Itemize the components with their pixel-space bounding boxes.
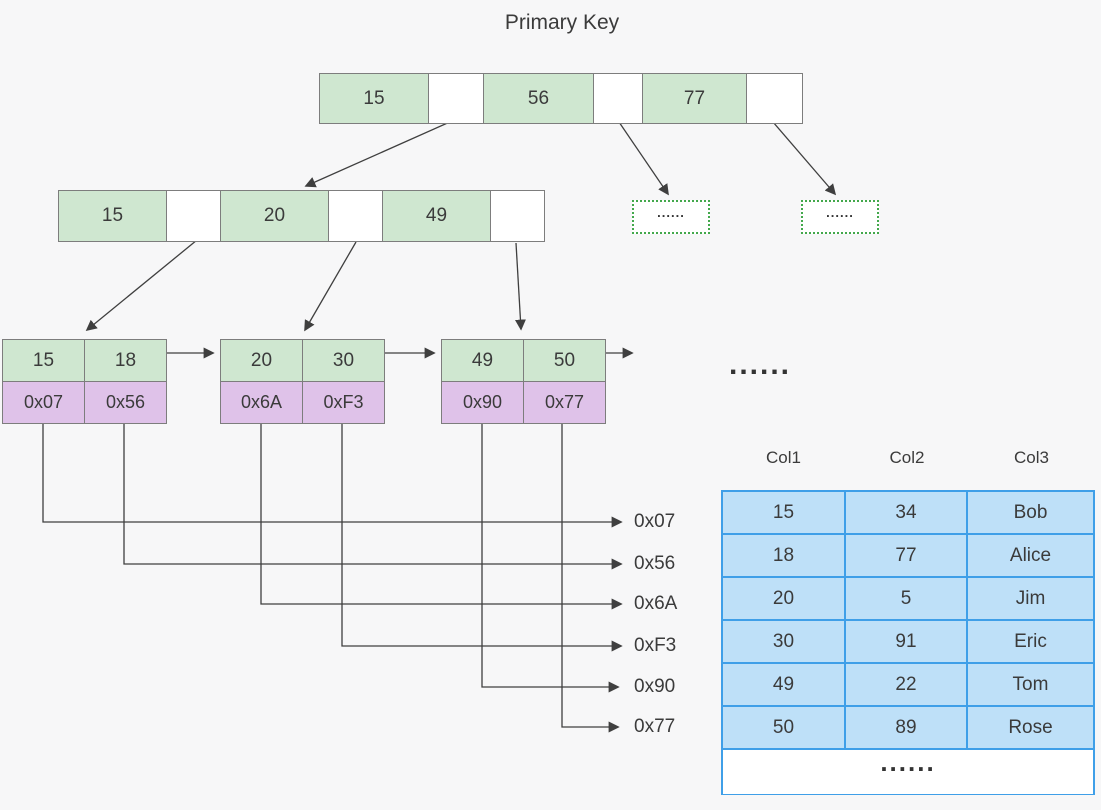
row-address-label: 0x77	[634, 716, 676, 737]
internal-pointer-cell	[329, 191, 382, 241]
pointer-line-0x90	[481, 424, 620, 693]
leaf-pointer-cell: 0x07	[3, 382, 84, 423]
root-key-cell: 77	[643, 74, 746, 123]
pointer-line-0x56	[123, 424, 623, 570]
table-cell: 49	[723, 664, 846, 707]
internal-pointer-cell	[167, 191, 220, 241]
internal-node: 15 20 49	[58, 190, 545, 242]
leaf-node-1: 15 18 0x07 0x56	[2, 339, 167, 424]
table-cell: Rose	[968, 707, 1093, 750]
table-cell: 22	[846, 664, 968, 707]
table-cell: Bob	[968, 492, 1093, 535]
table-cell: 34	[846, 492, 968, 535]
internal-pointer-cell	[491, 191, 544, 241]
leaf-pointer-cell: 0x90	[442, 382, 523, 423]
leaf-pointer-cell: 0x56	[85, 382, 166, 423]
leaf-level-ellipsis: ......	[728, 348, 792, 390]
arrow-root-to-dotted-box-1	[618, 121, 669, 196]
table-cell: 91	[846, 621, 968, 664]
row-address-label: 0x07	[634, 511, 676, 532]
internal-key-cell: 15	[59, 191, 166, 241]
root-pointer-cell	[747, 74, 802, 123]
root-pointer-cell	[429, 74, 483, 123]
arrow-root-to-internal	[304, 120, 453, 188]
table-cell: 20	[723, 578, 846, 621]
leaf-pointer-cell: 0xF3	[303, 382, 384, 423]
table-ellipsis-row: ......	[723, 746, 1093, 794]
table-cell: 18	[723, 535, 846, 578]
arrow-internal-to-leaf-1	[85, 239, 198, 332]
arrow-internal-to-leaf-2	[304, 241, 357, 332]
leaf-key-cell: 18	[85, 340, 166, 381]
table-cell: 15	[723, 492, 846, 535]
table-cell: Jim	[968, 578, 1093, 621]
data-table: 15 34 Bob 18 77 Alice 20 5 Jim 30 91 Eri…	[721, 490, 1095, 795]
ellipsis-text: ......	[728, 348, 791, 382]
row-address-label: 0xF3	[634, 635, 677, 656]
diagram-title: Primary Key	[504, 11, 620, 34]
pointer-line-0x07	[42, 424, 623, 528]
leaf-key-cell: 50	[524, 340, 605, 381]
table-cell: 5	[846, 578, 968, 621]
table-cell: 50	[723, 707, 846, 750]
root-key-cell: 15	[320, 74, 428, 123]
leaf-key-cell: 15	[3, 340, 84, 381]
row-address-label: 0x6A	[634, 593, 678, 614]
row-address-label: 0x90	[634, 676, 676, 697]
table-header: Col2	[889, 448, 925, 467]
root-node: 15 56 77	[319, 73, 803, 124]
ellipsis-text: ......	[657, 204, 685, 220]
leaf-pointer-cell: 0x6A	[221, 382, 302, 423]
leaf-key-cell: 20	[221, 340, 302, 381]
pointer-line-0xF3	[341, 424, 623, 652]
table-cell: 89	[846, 707, 968, 750]
truncated-subtree-box: ......	[632, 200, 710, 234]
root-pointer-cell	[594, 74, 642, 123]
arrow-root-to-dotted-box-2	[772, 121, 837, 196]
ellipsis-text: ......	[880, 746, 936, 777]
leaf-key-cell: 49	[442, 340, 523, 381]
root-key-cell: 56	[484, 74, 593, 123]
table-header: Col3	[1014, 448, 1049, 467]
leaf-node-3: 49 50 0x90 0x77	[441, 339, 606, 424]
table-cell: 77	[846, 535, 968, 578]
arrow-internal-to-leaf-3	[514, 242, 526, 331]
leaf-node-2: 20 30 0x6A 0xF3	[220, 339, 385, 424]
leaf-pointer-cell: 0x77	[524, 382, 605, 423]
table-cell: 30	[723, 621, 846, 664]
table-header: Col1	[766, 448, 801, 467]
internal-key-cell: 20	[221, 191, 328, 241]
table-cell: Tom	[968, 664, 1093, 707]
leaf-key-cell: 30	[303, 340, 384, 381]
pointer-line-0x77	[561, 424, 620, 733]
table-header-row: Col1 Col2 Col3	[721, 448, 1095, 468]
row-address-label: 0x56	[634, 553, 676, 574]
truncated-subtree-box: ......	[801, 200, 879, 234]
pointer-line-0x6A	[260, 424, 623, 610]
table-cell: Alice	[968, 535, 1093, 578]
ellipsis-text: ......	[826, 204, 854, 220]
internal-key-cell: 49	[383, 191, 490, 241]
table-cell: Eric	[968, 621, 1093, 664]
